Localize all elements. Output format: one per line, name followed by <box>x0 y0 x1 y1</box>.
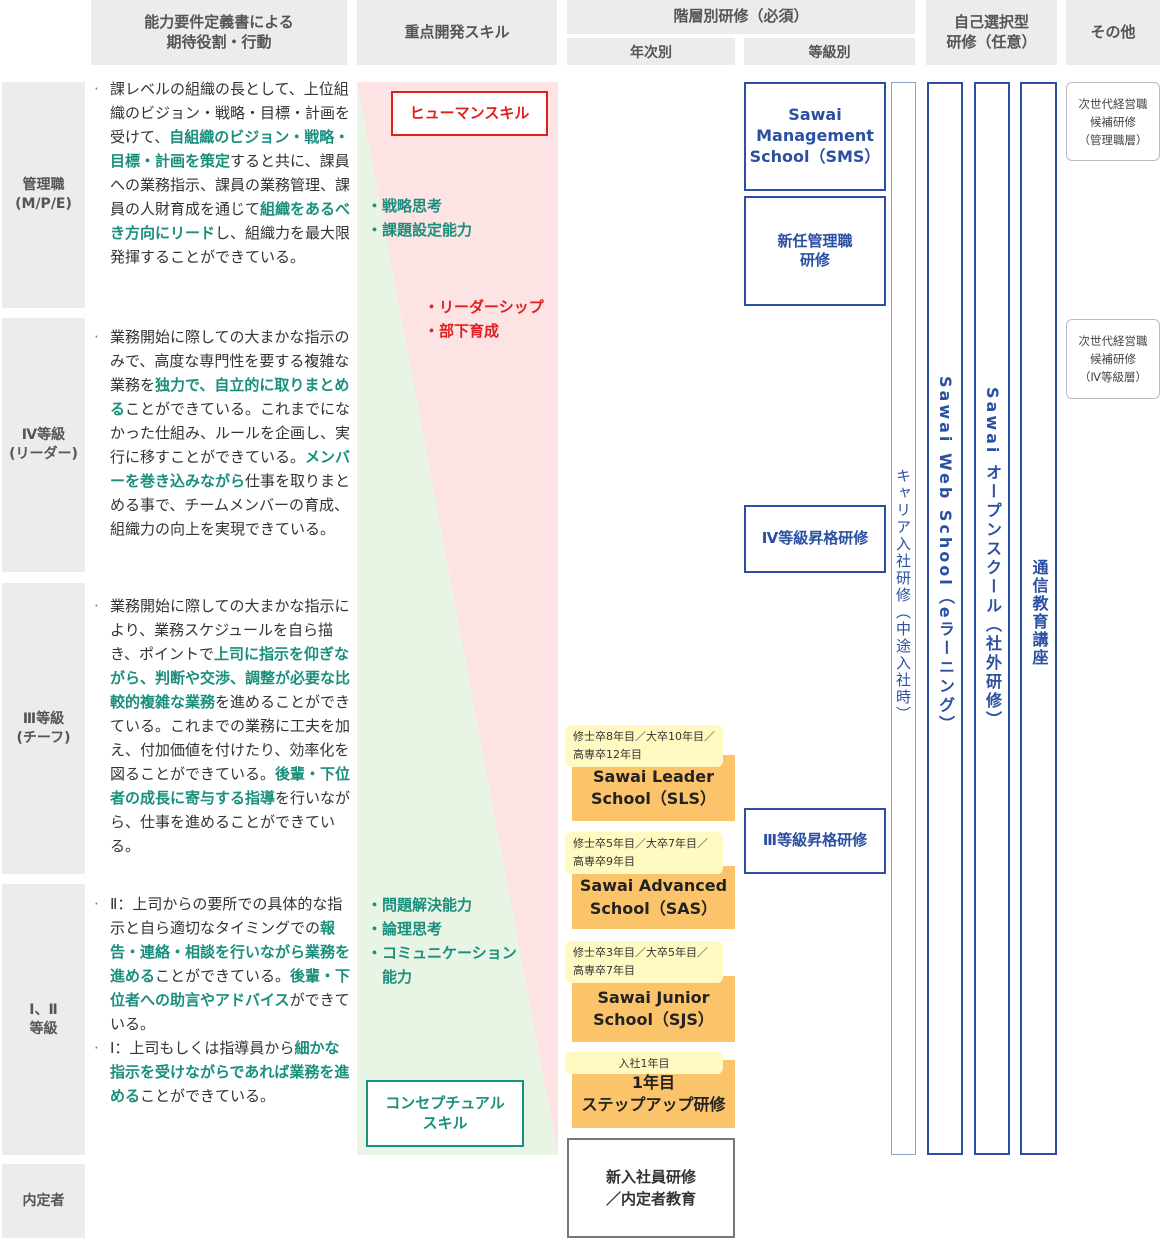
desc-text: 課レベルの組織の長として、上位組織のビジョン・戦略・目標・計画を受けて、 <box>110 80 351 146</box>
highlight-text: 自組織のビジョン・戦略・目標・計画を策定 <box>110 128 350 170</box>
desc-text: を進めることができている。これまでの業務に工夫を加え、付加価値を付けたり、効率化… <box>110 693 351 783</box>
header-training: 階層別研修（必須） <box>567 0 915 34</box>
desc-text: ことができている。これまでになかった仕組み、ルールを企画し、実行に移すことができ… <box>110 400 351 466</box>
header-selfselect: 自己選択型 研修（任意） <box>926 0 1057 65</box>
row-label-grade4: Ⅳ等級 (リーダー) <box>2 318 85 572</box>
highlight-text: メンバーを巻き込みながら <box>110 448 351 490</box>
highlight-text: 報告・連絡・相談を行いながら業務を進める <box>110 919 351 985</box>
desc-manager: 課レベルの組織の長として、上位組織のビジョン・戦略・目標・計画を受けて、自組織の… <box>92 77 354 269</box>
row-label-grade3: Ⅲ等級 (チーフ) <box>2 583 85 874</box>
conceptual-skill-area <box>357 82 558 1155</box>
highlight-text: 独力で、自立的に取りまとめる <box>110 376 350 418</box>
desc-text: 仕事を取りまとめる事で、チームメンバーの育成、組織力の向上を実現できている。 <box>110 472 351 538</box>
leader-skill-list: ・リーダーシップ ・部下育成 <box>424 295 558 343</box>
desc-grade4: 業務開始に際しての大まかな指示のみで、高度な専門性を要する複雑な業務を独力で、自… <box>92 325 354 541</box>
highlight-text: 組織をあるべき方向にリード <box>110 200 351 242</box>
newhire-training: 新入社員研修 ／内定者教育 <box>567 1138 735 1238</box>
other-next-gen-grade4: 次世代経営職 候補研修 （Ⅳ等級層） <box>1066 319 1160 399</box>
career-training-label: キャリア入社研修（中途入社時） <box>894 468 912 723</box>
correspondence-bar: 通信教育講座 <box>1020 82 1057 1155</box>
web-school-bar: Sawai Web School（eラーニング） <box>927 82 963 1155</box>
desc-text: 業務開始に際しての大まかな指示により、業務スケジュールを自ら描き、ポイントで <box>110 597 350 663</box>
desc-text: Ⅱ：上司からの要所での具体的な指示と自ら適切なタイミングでの <box>110 895 343 937</box>
human-skill-box: ヒューマンスキル <box>391 91 548 136</box>
problem-skill-list: ・問題解決能力 ・論理思考 ・コミュニケーション 能力 <box>367 893 557 989</box>
training-new-manager: 新任管理職 研修 <box>744 196 886 306</box>
header-other: その他 <box>1066 0 1160 65</box>
web-school-label: Sawai Web School（eラーニング） <box>936 376 955 735</box>
desc-text: Ⅰ：上司もしくは指導員から <box>110 1039 295 1057</box>
skill-item: ・論理思考 <box>367 920 443 938</box>
desc-grade12: Ⅱ：上司からの要所での具体的な指示と自ら適切なタイミングでの報告・連絡・相談を行… <box>92 892 354 1108</box>
training-grade4: Ⅳ等級昇格研修 <box>744 505 886 573</box>
row-label-grade12: Ⅰ、Ⅱ 等級 <box>2 884 85 1155</box>
row-label-manager: 管理職 (M/P/E) <box>2 82 85 308</box>
row-label-candidate: 内定者 <box>2 1164 85 1238</box>
conceptual-skill-box: コンセプチュアル スキル <box>366 1080 524 1147</box>
skill-item: ・コミュニケーション <box>367 944 517 962</box>
desc-text: ができている。 <box>110 991 350 1033</box>
skill-gradient-background <box>357 82 558 1155</box>
desc-text: すると共に、課員への業務指示、課員の業務管理、課員の人財育成を通じて <box>110 152 351 218</box>
skill-item: 能力 <box>367 968 413 986</box>
highlight-text: 後輩・下位者への助言やアドバイス <box>110 967 351 1009</box>
career-training-bar: キャリア入社研修（中途入社時） <box>891 82 916 1155</box>
desc-grade3: 業務開始に際しての大まかな指示により、業務スケジュールを自ら描き、ポイントで上司… <box>92 594 354 858</box>
header-skill: 重点開発スキル <box>357 0 557 65</box>
tag-first-year: 入社1年目 <box>565 1052 723 1074</box>
skill-item: ・課題設定能力 <box>367 221 473 239</box>
open-school-bar: Sawai オープンスクール（社外研修） <box>974 82 1010 1155</box>
subheader-yearly: 年次別 <box>567 38 735 65</box>
subheader-grade: 等級別 <box>744 38 915 65</box>
desc-text: を行いながら、仕事を進めることができている。 <box>110 789 351 855</box>
highlight-text: 細かな指示を受けながらであれば業務を進める <box>110 1039 350 1105</box>
skill-item: ・戦略思考 <box>367 197 443 215</box>
correspondence-label: 通信教育講座 <box>1029 559 1049 667</box>
training-sms: Sawai Management School（SMS） <box>744 82 886 191</box>
skill-item: ・問題解決能力 <box>367 896 473 914</box>
tag-sas: 修士卒5年目／大卒7年目／ 高専卒9年目 <box>565 832 723 874</box>
header-role: 能力要件定義書による 期待役割・行動 <box>91 0 347 65</box>
desc-text: 業務開始に際しての大まかな指示のみで、高度な専門性を要する複雑な業務を <box>110 328 350 394</box>
desc-text: ことができている。 <box>155 967 291 985</box>
skill-item: ・部下育成 <box>424 322 500 340</box>
desc-text: し、組織力を最大限発揮することができている。 <box>110 224 351 266</box>
tag-sjs: 修士卒3年目／大卒5年目／ 高専卒7年目 <box>565 941 723 983</box>
training-sjs: Sawai Junior School（SJS） <box>572 976 735 1042</box>
training-grade3: Ⅲ等級昇格研修 <box>744 808 886 874</box>
open-school-label: Sawai オープンスクール（社外研修） <box>983 387 1002 730</box>
concept-skill-list: ・戦略思考 ・課題設定能力 <box>367 194 547 242</box>
training-sas: Sawai Advanced School（SAS） <box>572 866 735 929</box>
other-next-gen-manager: 次世代経営職 候補研修 （管理職層） <box>1066 82 1160 161</box>
desc-text: ことができている。 <box>140 1087 276 1105</box>
highlight-text: 後輩・下位者の成長に寄与する指導 <box>110 765 351 807</box>
skill-item: ・リーダーシップ <box>424 298 544 316</box>
tag-sls: 修士卒8年目／大卒10年目／ 高専卒12年目 <box>565 725 723 767</box>
highlight-text: 上司に指示を仰ぎながら、判断や交渉、調整が必要な比較的複雑な業務 <box>110 645 351 711</box>
